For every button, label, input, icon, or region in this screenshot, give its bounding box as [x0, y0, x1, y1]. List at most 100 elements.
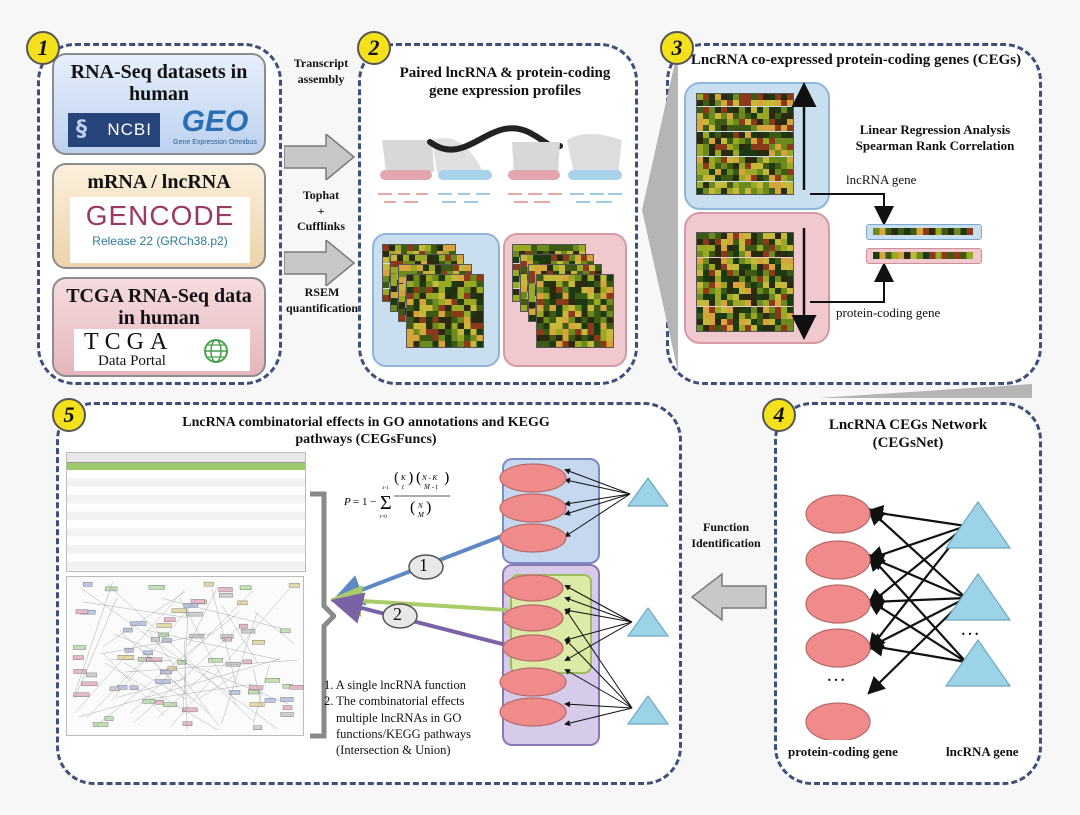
pathway-edge [221, 613, 257, 725]
pathway-node [163, 617, 176, 622]
pathway-edge [95, 612, 240, 726]
svg-text:t: t [402, 483, 405, 491]
pathway-node [146, 657, 163, 662]
pathway-node [73, 669, 87, 674]
pathway-node [75, 609, 89, 614]
pathway-node [251, 639, 265, 645]
pathway-node [203, 581, 214, 587]
pathway-node [117, 655, 134, 660]
enrichment-table-thumbnail [66, 452, 306, 572]
pc-gene-strip-cells [873, 252, 973, 259]
pathway-edge [182, 607, 189, 713]
svg-text:(: ( [410, 499, 415, 516]
route-2-label: 2 [393, 604, 402, 624]
ncbi-logo: § NCBI [68, 113, 160, 147]
network-ellipsis-left: … [826, 664, 846, 686]
pc-expression-heatmap [696, 232, 794, 332]
pathway-node [248, 685, 263, 690]
network-ellipsis-right: … [960, 618, 980, 640]
pathway-edge [179, 597, 238, 707]
pathway-node [92, 722, 109, 727]
arrow-function-identification [690, 572, 767, 622]
pathway-node [148, 585, 165, 590]
pathway-node [237, 600, 248, 606]
pathway-edge [105, 663, 218, 731]
network-lncrna-gene-label: lncRNA gene [946, 744, 1019, 759]
tcga-logo-panel: TCGA Data Portal [74, 329, 250, 371]
cegs-network-graph [805, 494, 1012, 740]
pathway-node [242, 659, 253, 665]
geo-logo-subtitle: Gene Expression Omnibus [173, 139, 257, 146]
tophat-label-line-1: Tophat [302, 188, 340, 202]
pathway-node [171, 608, 187, 613]
svg-text:x-1: x-1 [382, 486, 389, 491]
pathway-node [280, 697, 294, 702]
pathway-node [241, 628, 256, 634]
step-badge-5: 5 [52, 398, 86, 432]
function-notes: 1. A single lncRNA function 2. The combi… [324, 677, 506, 758]
tophat-label-line-2: + [317, 203, 325, 218]
tcga-logo: TCGA [84, 329, 174, 355]
hypergeometric-formula: P = 1 − Σ t=0 x-1 ( K t ) ( N - K M - t … [343, 469, 450, 520]
pathway-edge [146, 629, 280, 661]
pathway-edge [83, 601, 188, 618]
gencode-logo-panel: GENCODE Release 22 (GRCh38.p2) [70, 197, 250, 263]
step-badge-1: 1 [26, 31, 60, 65]
tcga-source-title: TCGA RNA-Seq data in human [66, 285, 252, 329]
pathway-node [157, 632, 169, 638]
pathway-node [279, 628, 291, 634]
pathway-edge [86, 658, 146, 719]
svg-text:K: K [400, 474, 406, 482]
pathway-node [265, 678, 280, 683]
pathway-node [239, 623, 248, 629]
globe-icon [204, 339, 228, 363]
pathway-edge [170, 588, 290, 727]
pathway-edge [74, 582, 113, 693]
pathway-node [182, 721, 193, 726]
pathway-node [280, 712, 294, 717]
pathway-node [129, 685, 139, 690]
enrichment-table-highlight-row [67, 463, 305, 470]
heatmap [406, 274, 484, 348]
pc-gene-strip [866, 248, 982, 264]
pathway-node [222, 636, 232, 642]
panel-3-arrows [791, 82, 894, 340]
svg-text:): ) [426, 499, 431, 516]
step-badge-3: 3 [660, 31, 694, 65]
pathway-node [155, 700, 165, 705]
kegg-pathway-thumbnail [66, 576, 304, 736]
pathway-node [150, 637, 160, 642]
gencode-release: Release 22 (GRCh38.p2) [92, 234, 228, 248]
svg-text:P: P [344, 496, 351, 508]
arrow-tophat [284, 134, 356, 180]
transcript-assembly-illustration [378, 125, 622, 203]
funnel-wedge-3-4 [818, 384, 1032, 398]
lncrna-expression-heatmap [696, 93, 794, 195]
gencode-source-title: mRNA / lncRNA [87, 171, 231, 193]
pathway-node [289, 583, 300, 588]
pathway-node [155, 679, 171, 684]
pathway-edge [138, 647, 192, 700]
pathway-node [72, 655, 84, 660]
transcript-assembly-label: Transcript assembly [293, 56, 349, 86]
pathway-edge [74, 597, 117, 699]
svg-text:t=0: t=0 [380, 515, 387, 520]
pathway-node [186, 611, 203, 617]
route-1-marker [408, 554, 444, 580]
enrichment-formula: P = 1 − Σ t=0 x-1 ( K t ) ( N - K M - t … [343, 469, 454, 530]
pathway-edge [81, 588, 278, 730]
tcga-portal-label: Data Portal [98, 353, 166, 369]
pathway-edge [100, 633, 212, 655]
svg-text:M - t: M - t [423, 483, 439, 491]
pathway-node [105, 586, 118, 592]
pathway-node [190, 599, 205, 604]
pathway-edge [211, 588, 238, 689]
correlation-method-label: Linear Regression Analysis Spearman Rank… [855, 122, 1015, 153]
pathway-edge [74, 589, 185, 713]
pathway-node [249, 702, 265, 707]
network-pc-gene-label: protein-coding gene [788, 744, 898, 759]
pathway-edge [161, 597, 283, 630]
route-1-label: 1 [419, 555, 428, 575]
svg-text:Σ: Σ [380, 492, 392, 514]
gencode-source-box: mRNA / lncRNA GENCODE Release 22 (GRCh38… [52, 163, 266, 269]
